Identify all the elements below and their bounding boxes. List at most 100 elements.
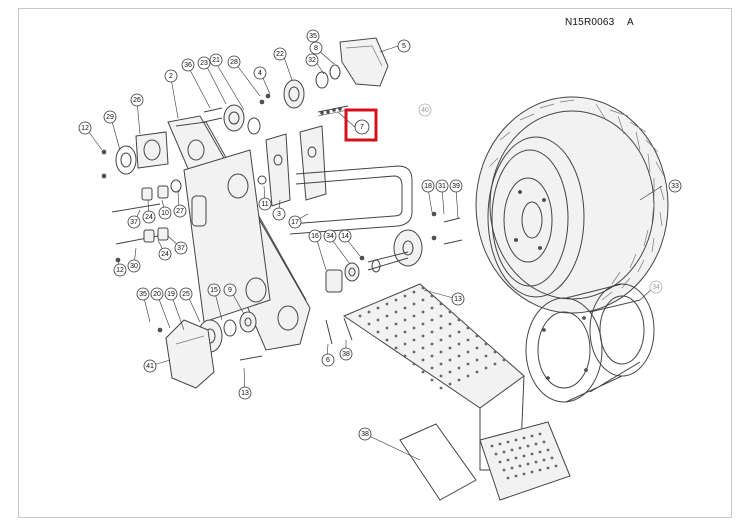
callout-label: 12: [81, 125, 89, 132]
callout-9: 9: [223, 283, 237, 297]
callout-label: 37: [177, 245, 185, 252]
callout-18: 18: [421, 179, 435, 193]
perforation-hole: [412, 326, 416, 330]
perforation-hole: [448, 382, 452, 386]
callout-36: 36: [181, 58, 195, 72]
perforation-hole: [412, 302, 416, 306]
perforation-hole: [439, 314, 443, 318]
perforation-hole: [430, 294, 434, 298]
callout-3: 3: [272, 207, 286, 221]
perforation-hole: [493, 362, 497, 366]
callout-label: 15: [210, 287, 218, 294]
callout-10: 10: [158, 206, 172, 220]
callout-35: 35: [306, 29, 320, 43]
perforation-hole: [439, 338, 443, 342]
callout-37: 37: [174, 241, 188, 255]
callout-label: 34: [326, 233, 334, 240]
perforation-hole: [403, 306, 407, 310]
perforation-hole: [484, 342, 488, 346]
perforation-hole: [514, 438, 518, 442]
perforation-hole: [412, 350, 416, 354]
callout-29: 29: [103, 110, 117, 124]
callout-label: 38: [361, 431, 369, 438]
callout-28: 28: [227, 55, 241, 69]
perforation-hole: [457, 330, 461, 334]
callout-label: 12: [116, 267, 124, 274]
perforation-hole: [550, 456, 554, 460]
callout-label: 30: [130, 263, 138, 270]
perforation-hole: [457, 318, 461, 322]
perforation-hole: [358, 314, 362, 318]
perforation-hole: [430, 306, 434, 310]
perforation-hole: [394, 322, 398, 326]
perforation-hole: [493, 350, 497, 354]
document-id: N15R0063: [565, 17, 615, 28]
callout-label: 13: [454, 296, 462, 303]
perforation-hole: [484, 354, 488, 358]
perforation-hole: [403, 318, 407, 322]
perforation-hole: [385, 302, 389, 306]
perforation-hole: [466, 350, 470, 354]
perforation-hole: [376, 330, 380, 334]
perforation-hole: [534, 442, 538, 446]
perforation-hole: [457, 378, 461, 382]
axle-hub: [367, 211, 463, 273]
perforation-hole: [466, 338, 470, 342]
callout-label: 3: [277, 211, 281, 218]
callout-24: 24: [158, 247, 172, 261]
bearing-assembly-top: [203, 104, 261, 135]
perforation-hole: [522, 436, 526, 440]
foot-step: [342, 283, 571, 501]
callout-label: 26: [133, 97, 141, 104]
perforation-hole: [430, 318, 434, 322]
callout-label: 14: [341, 233, 349, 240]
perforation-hole: [403, 342, 407, 346]
perforation-hole: [403, 354, 407, 358]
perforation-hole: [502, 468, 506, 472]
perforation-hole: [534, 460, 538, 464]
perforation-hole: [466, 326, 470, 330]
ring-plate: [525, 283, 655, 403]
callout-27: 27: [173, 204, 187, 218]
perforation-hole: [542, 440, 546, 444]
gear-cover: [165, 319, 215, 389]
callout-23: 23: [197, 56, 211, 70]
perforation-hole: [439, 326, 443, 330]
callout-label: 24: [145, 214, 153, 221]
callout-label: 24: [161, 251, 169, 258]
perforation-hole: [502, 358, 506, 362]
callout-41: 41: [143, 359, 157, 373]
perforation-hole: [514, 456, 518, 460]
callout-21: 21: [209, 53, 223, 67]
callout-34: 34: [649, 280, 663, 294]
callout-37: 37: [127, 215, 141, 229]
callout-label: 28: [230, 59, 238, 66]
callout-label: 5: [402, 43, 406, 50]
perforation-hole: [498, 460, 502, 464]
callout-14: 14: [338, 229, 352, 243]
perforation-hole: [385, 326, 389, 330]
perforation-hole: [403, 294, 407, 298]
perforation-hole: [367, 310, 371, 314]
perforation-hole: [448, 322, 452, 326]
perforation-hole: [538, 432, 542, 436]
callout-38: 38: [339, 347, 353, 361]
callout-6: 6: [321, 353, 335, 367]
callout-30: 30: [127, 259, 141, 273]
perforation-hole: [448, 370, 452, 374]
left-hardware: [101, 149, 182, 263]
callout-15: 15: [207, 283, 221, 297]
callout-20: 20: [150, 287, 164, 301]
callout-label: 32: [308, 57, 316, 64]
perforation-hole: [412, 338, 416, 342]
perforation-hole: [546, 466, 550, 470]
callout-label: 29: [106, 114, 114, 121]
side-plate: [183, 149, 271, 323]
callout-5: 5: [397, 39, 411, 53]
perforation-hole: [466, 362, 470, 366]
perforation-hole: [367, 322, 371, 326]
callout-label: 34: [652, 284, 660, 291]
perforation-hole: [439, 350, 443, 354]
callout-label: 16: [311, 233, 319, 240]
